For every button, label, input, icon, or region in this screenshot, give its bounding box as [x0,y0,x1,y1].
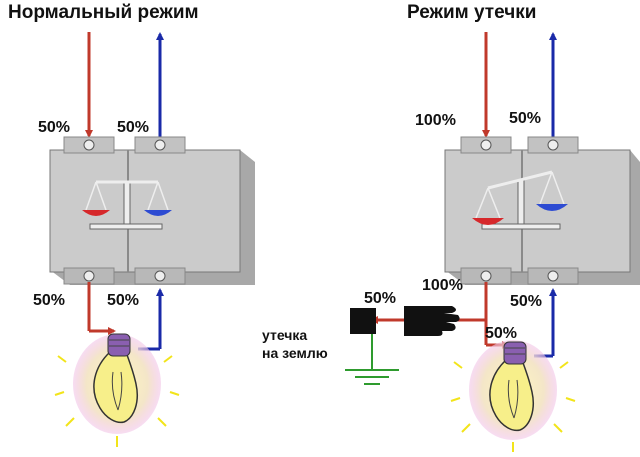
leak-terminal-screw-icon [480,139,492,151]
normal-terminal-screw-icon [154,139,166,151]
normal-phase-in-label: 50% [38,119,70,136]
ground-leak-label-line2: на землю [262,345,328,361]
ground-contact-block [350,308,376,334]
ground-leak-label-line1: утечка [262,327,307,343]
leak-rcd-breaker [444,136,640,285]
leak-terminal-screw-icon [547,270,559,282]
leak-terminal-screw-icon [547,139,559,151]
normal-terminal-screw-icon [83,270,95,282]
normal-terminal-screw-icon [154,270,166,282]
leak-neutral-in-label: 50% [509,110,541,127]
normal-mode-panel: 50% 50% 50% 50% [33,32,255,447]
normal-mode-title: Нормальный режим [8,2,199,23]
lamp-base-icon [503,341,527,365]
lightbulb-icon [450,340,576,452]
leak-mode-title: Режим утечки [407,2,536,23]
normal-neutral-out-label: 50% [107,292,139,309]
leak-terminal-screw-icon [480,270,492,282]
leak-current-label: 50% [364,290,396,307]
leak-phase-in-label: 100% [415,112,456,129]
leak-lamp-current-label: 50% [485,325,517,342]
ground-symbol-icon [345,369,399,385]
normal-neutral-in-label: 50% [117,119,149,136]
leak-phase-out-label: 100% [422,277,463,294]
balance-scale-tilted-icon [472,170,568,230]
normal-phase-out-label: 50% [33,292,65,309]
normal-terminal-screw-icon [83,139,95,151]
normal-rcd-breaker [49,136,255,285]
leak-mode-panel: 100% 50% 100% 50% 50% 50% утечка на земл… [262,32,640,452]
hand-icon [404,306,460,336]
lamp-base-icon [107,333,131,357]
balance-scale-icon [82,180,172,230]
leak-neutral-out-label: 50% [510,293,542,310]
lightbulb-icon [54,333,180,447]
